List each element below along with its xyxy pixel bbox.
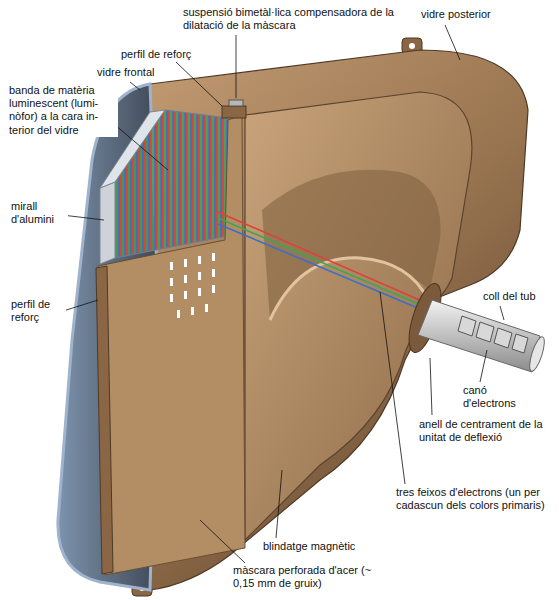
part-label: blindatge magnètic xyxy=(262,540,382,553)
ear-hole xyxy=(409,43,415,49)
part-label: perfil de reforç xyxy=(10,298,66,324)
electron-gun xyxy=(458,316,528,353)
part-label: suspensió bimetàl·lica compensadora de l… xyxy=(182,6,397,32)
mask-holes xyxy=(170,253,215,318)
leader-lines xyxy=(60,25,504,563)
part-label: mirall d'alumini xyxy=(10,200,68,226)
reinforcement-profile xyxy=(96,266,113,574)
part-label: perfil de reforç xyxy=(120,48,215,61)
part-label: coll del tub xyxy=(482,290,554,303)
part-label: màscara perforada d'acer (~ 0,15 mm de g… xyxy=(232,564,374,590)
phosphor-band xyxy=(115,110,228,258)
aluminium-mirror xyxy=(100,182,115,264)
part-label: canó d'electrons xyxy=(462,384,534,410)
neck-base xyxy=(527,335,548,372)
bimetal-suspension xyxy=(229,100,243,106)
shield-rim xyxy=(270,258,428,320)
part-label: vidre posterior xyxy=(420,8,520,21)
reinforcement-profile xyxy=(222,106,246,118)
part-label: tres feixos d'electrons (un per cadascun… xyxy=(395,486,553,512)
shadow-mask xyxy=(98,115,245,575)
part-label: vidre frontal xyxy=(96,66,174,79)
part-label: anell de centrament de la unitat de defl… xyxy=(418,418,550,444)
tube-neck xyxy=(418,300,540,372)
part-label: banda de matèria luminescent (lumi- nòfo… xyxy=(8,84,118,137)
